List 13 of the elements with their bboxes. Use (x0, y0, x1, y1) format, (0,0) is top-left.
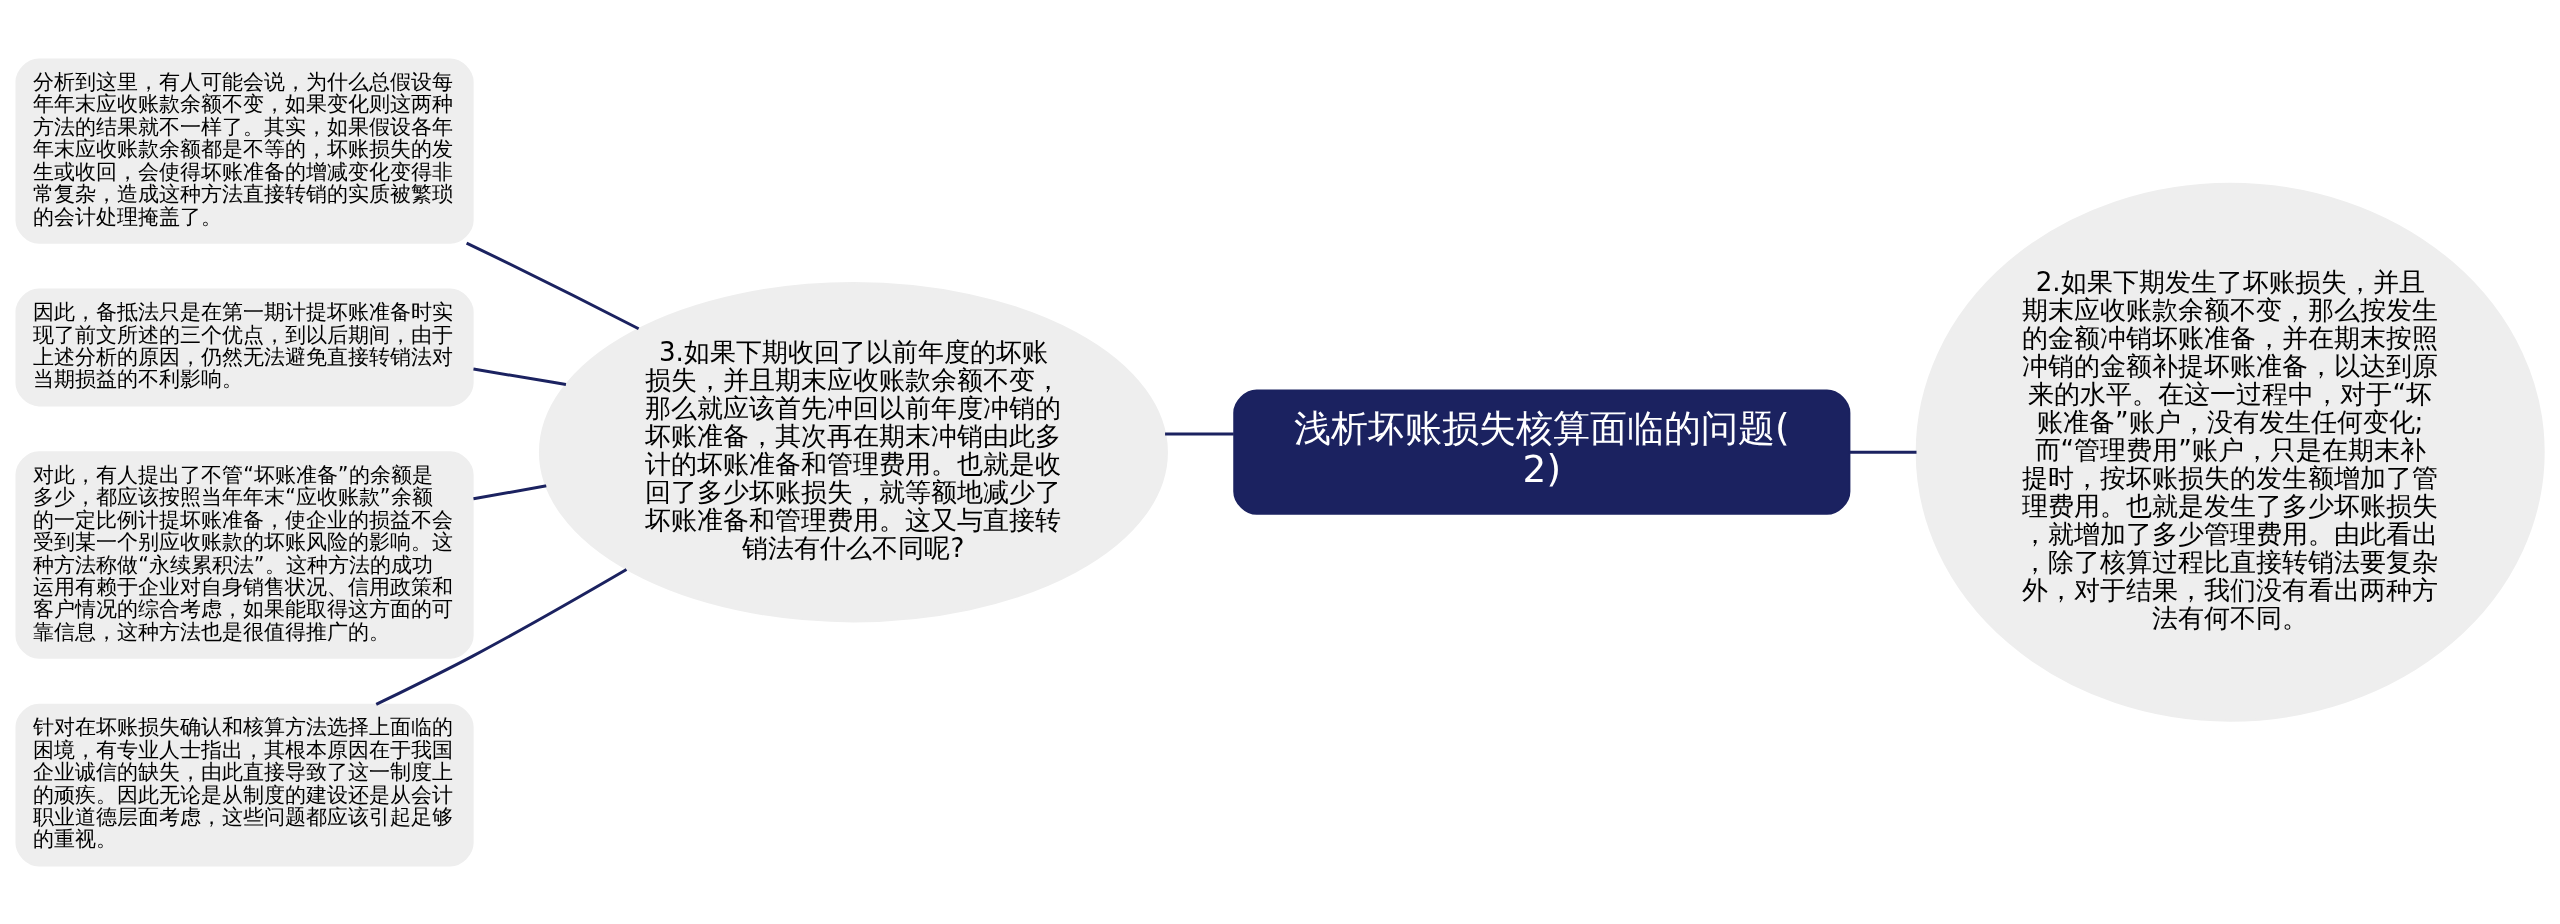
node-box: 因此，备抵法只是在第一期计提坏账准备时实现了前文所述的三个优点，到以后期间，由于上述分析的原因，仍然无法避免直接转销法对当期损益的不利影响。 (15, 288, 474, 406)
node-box: 浅析坏账损失核算面临的问题(2) (1233, 389, 1851, 515)
connector (473, 367, 567, 386)
connector (465, 241, 640, 330)
connector (375, 567, 628, 706)
node-box: 分析到这里，有人可能会说，为什么总假设每年年末应收账款余额不变，如果变化则这两种方法的结果就不一样了。其实，如果假设各年年末应收账款余额都是不等的，坏账损失的发生或收回，会使得坏账准备的增减变化变得非常复杂，造成这种方法直接转销的实质被繁琐的会计处理掩盖了。 (15, 58, 474, 244)
connector (473, 483, 547, 500)
node-ellipse: 3.如果下期收回了以前年度的坏账损失，并且期末应收账款余额不变，那么就应该首先冲回以前年度冲销的坏账准备，其次再在期末冲销由此多计的坏账准备和管理费用。也就是收回了多少坏账损失，就等额地减少了坏账准备和管理费用。这又与直接转销法有什么不同呢? (538, 281, 1168, 622)
node-ellipse: 2.如果下期发生了坏账损失，并且期末应收账款余额不变，那么按发生的金额冲销坏账准备，并在期末按照冲销的金额补提坏账准备，以达到原来的水平。在这一过程中，对于“坏账准备”账户，没有发生任何变化;而“管理费用”账户，只是在期末补提时，按坏账损失的发生额增加了管理费用。也就是发生了多少坏账损失，就增加了多少管理费用。由此看出，除了核算过程比直接转销法要复杂外，对于结果，我们没有看出两种方法有何不同。 (1915, 182, 2545, 722)
node-box: 对此，有人提出了不管“坏账准备”的余额是多少，都应该按照当年年末“应收账款”余额的一定比例计提坏账准备，使企业的损益不会受到某一个别应收账款的坏账风险的影响。这种方法称做“永续累积法”。这种方法的成功运用有赖于企业对自身销售状况、信用政策和客户情况的综合考虑，如果能取得这方面的可靠信息，这种方法也是很值得推广的。 (15, 450, 474, 659)
connector (1165, 432, 1234, 436)
connector (1849, 450, 1917, 454)
node-box: 针对在坏账损失确认和核算方法选择上面临的困境，有专业人士指出，其根本原因在于我国企业诚信的缺失，由此直接导致了这一制度上的顽疾。因此无论是从制度的建设还是从会计职业道德层面考虑，这些问题都应该引起足够的重视。 (15, 703, 474, 866)
